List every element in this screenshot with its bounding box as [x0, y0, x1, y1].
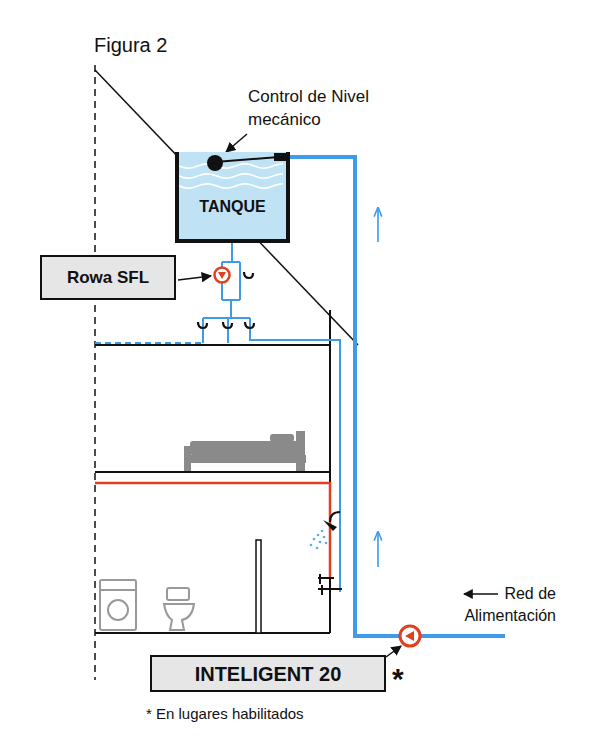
bed-icon-part	[190, 441, 298, 455]
shower-and-faucet-part	[310, 530, 328, 550]
toilet-icon-part	[164, 604, 194, 630]
shower-and-faucet-part-part	[316, 547, 319, 550]
shower-and-faucet-part-part	[319, 541, 322, 544]
cold-water-pipe-part	[464, 593, 498, 594]
asterisk-mark: *	[392, 664, 422, 694]
bed-icon-part	[184, 446, 191, 471]
check-valves-part	[223, 322, 232, 328]
toilet-icon-part	[167, 588, 189, 600]
check-valves-part	[198, 322, 207, 328]
washing-machine-icon-part	[100, 589, 136, 591]
toilet-icon	[164, 588, 194, 630]
rowa-pump-symbol-part	[218, 272, 226, 279]
main-pump-symbol-part	[405, 631, 414, 641]
tank-water-detail	[179, 152, 286, 239]
shower-and-faucet-part-part	[313, 538, 316, 541]
node-text: Rowa SFL	[54, 268, 162, 288]
hot-water-pipe-part	[95, 483, 330, 578]
main-pump-symbol-part	[400, 626, 420, 646]
building-outline-part	[95, 632, 330, 634]
cold-water-pipe-part	[95, 342, 203, 344]
leader-arrows-part	[178, 276, 211, 280]
check-valves-part	[245, 322, 254, 328]
building-outline-part	[94, 65, 96, 680]
shower-and-faucet-part-part	[323, 536, 326, 539]
bed-icon-part	[270, 434, 294, 442]
washing-machine-icon-part	[100, 580, 136, 630]
bed-icon-part	[296, 431, 305, 471]
leader-arrows-part	[226, 134, 247, 152]
cold-water-pipe	[95, 157, 505, 636]
hot-water-pipe	[95, 483, 330, 578]
building-outline-part	[256, 540, 261, 633]
shower-and-faucet-part-part	[321, 530, 324, 533]
cold-water-pipe-part	[377, 208, 379, 242]
node-text: TANQUE	[185, 198, 280, 216]
float-ball	[207, 155, 223, 171]
water-wave	[179, 164, 283, 168]
water-wave	[179, 174, 283, 178]
washing-machine-icon-part	[108, 600, 128, 620]
shower-and-faucet-part	[323, 520, 337, 531]
washing-machine-icon	[100, 580, 136, 630]
pump-label-box: INTELIGENT 20	[150, 655, 386, 692]
bed-icon-part	[184, 455, 306, 463]
water-wave	[179, 184, 283, 188]
shower-and-faucet-part	[318, 574, 342, 595]
bed-icon	[184, 431, 306, 471]
shower-and-faucet-part-part	[317, 534, 320, 537]
shower-and-faucet-part	[330, 512, 340, 522]
cold-water-pipe-part	[290, 157, 505, 636]
shower-and-faucet	[310, 512, 342, 595]
cold-water-pipe-part	[203, 243, 340, 592]
rowa-pump-symbol	[215, 268, 230, 283]
footnote: * En lugares habilitados	[146, 704, 406, 724]
shower-and-faucet-part-part	[310, 544, 313, 547]
float-lever	[215, 157, 279, 162]
pump-label-box: Rowa SFL	[40, 255, 176, 300]
cold-water-pipe-part	[377, 532, 379, 567]
building-outline-part	[95, 471, 330, 473]
node-text: INTELIGENT 20	[164, 663, 372, 686]
check-valves-part	[244, 272, 253, 278]
main-pump-symbol	[400, 626, 420, 646]
leader-arrows-part	[386, 646, 401, 657]
float-valve	[274, 153, 286, 161]
shower-and-faucet-part-part	[325, 542, 328, 545]
callout-label: Control de Nivel mecánico	[248, 85, 376, 131]
building-outline-part	[95, 344, 330, 346]
supply-label: Red de Alimentación	[446, 583, 556, 627]
water-tank: TANQUE	[175, 152, 290, 243]
figure-title: Figura 2	[94, 34, 167, 57]
rowa-pump-symbol-part	[215, 268, 230, 283]
